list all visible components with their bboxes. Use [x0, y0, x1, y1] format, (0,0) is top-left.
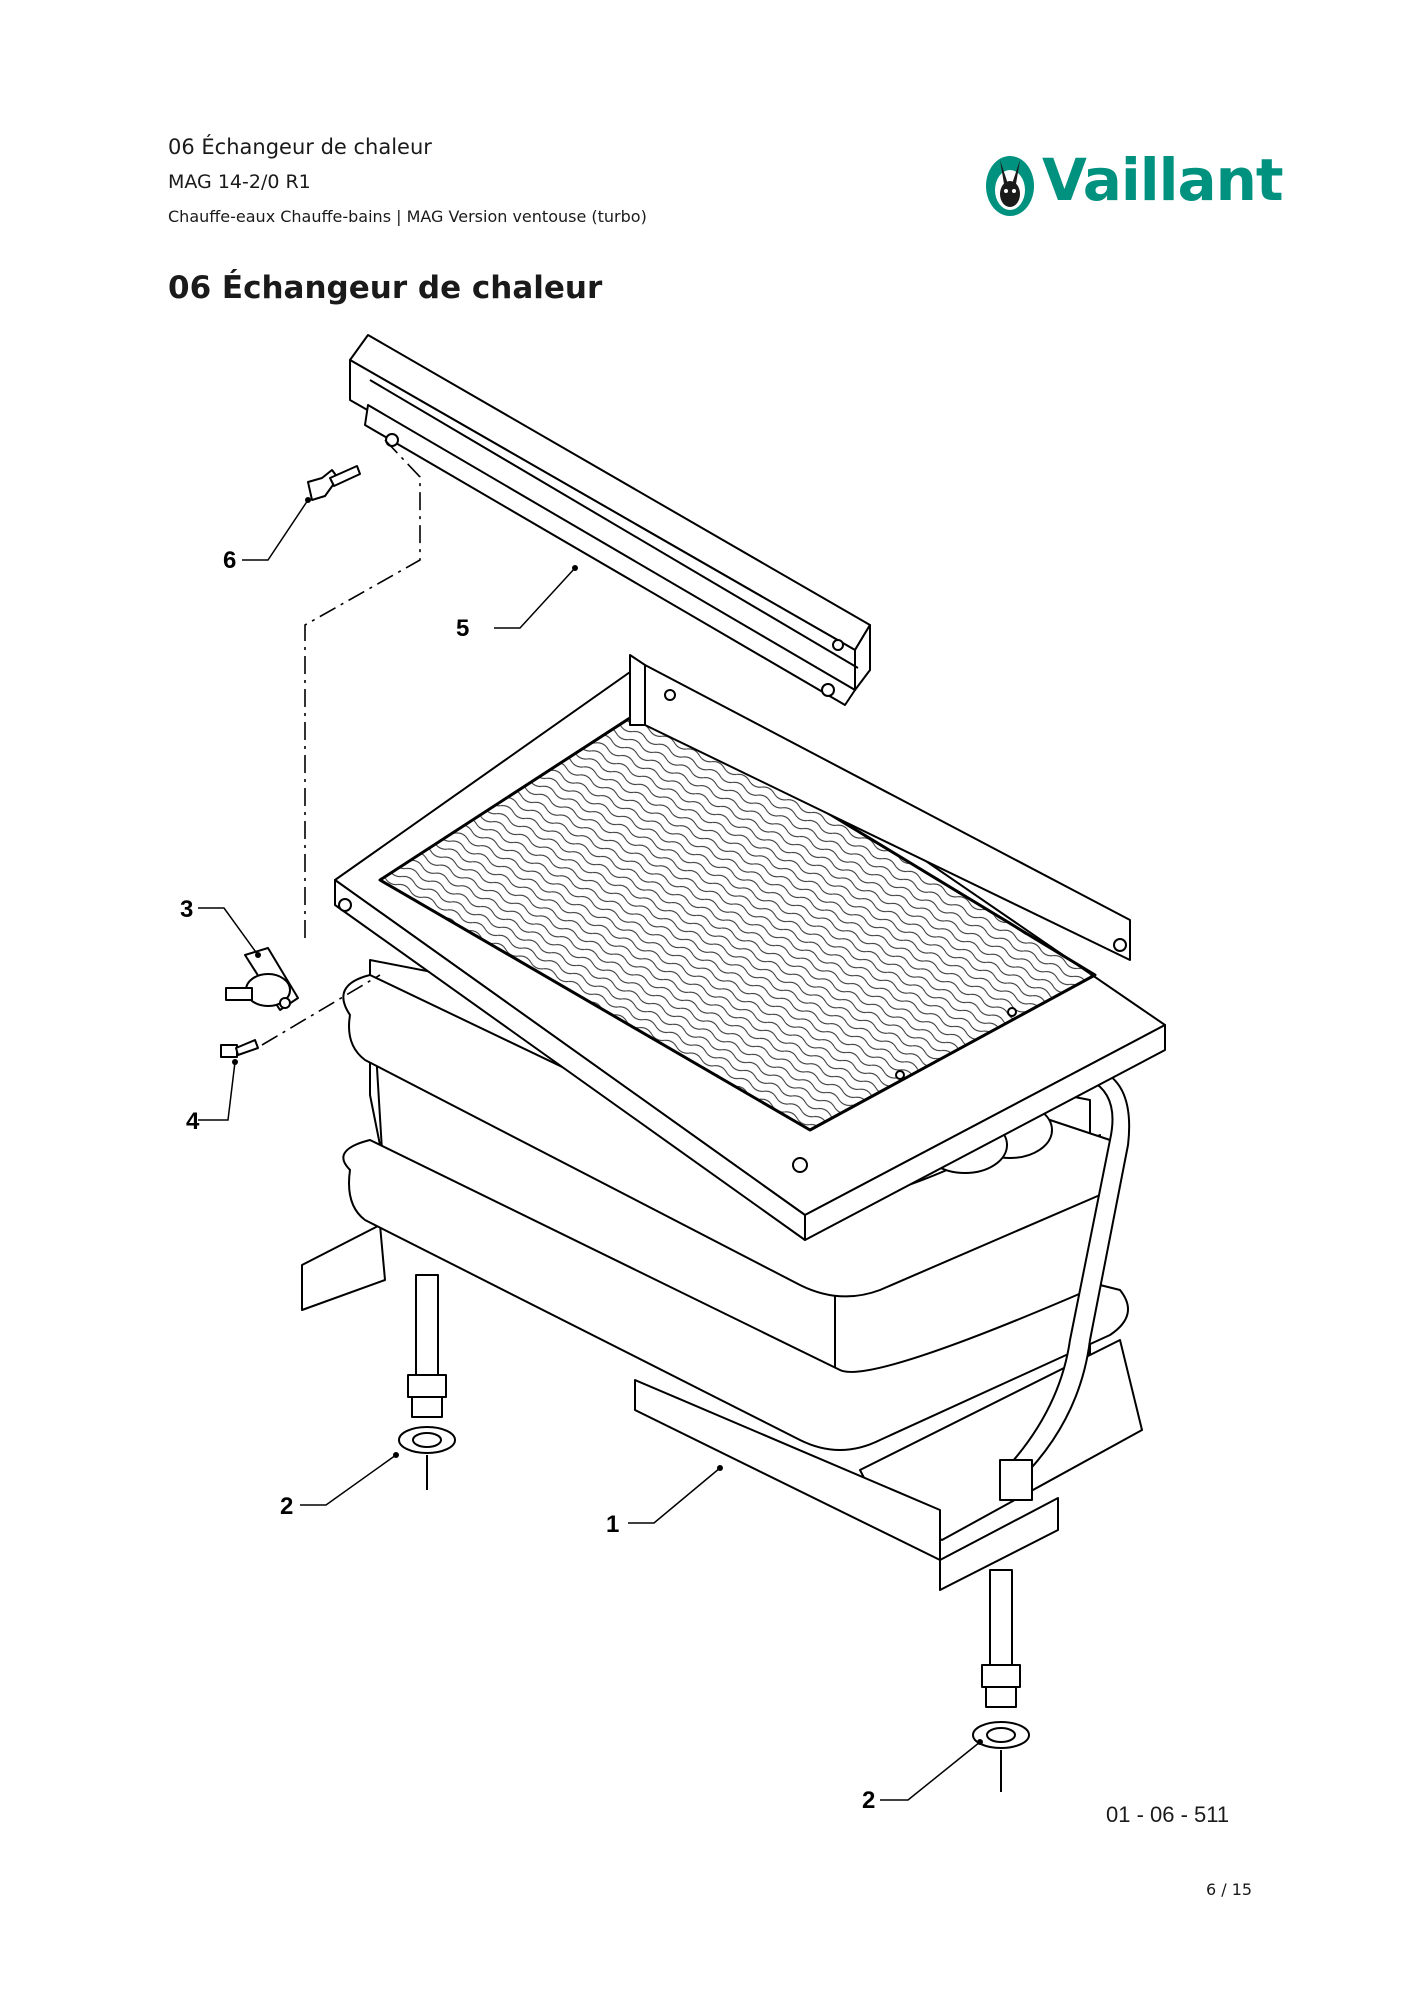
vaillant-logo: Vaillant — [982, 140, 1284, 230]
callout-3: 3 — [180, 896, 193, 923]
assembly-guide-lines — [261, 439, 421, 1046]
logo-wordmark: Vaillant — [1042, 146, 1284, 214]
top-rail-part — [349, 334, 871, 706]
temperature-sensor-part — [225, 947, 299, 1011]
left-water-connector — [398, 1274, 456, 1490]
page-title: 06 Échangeur de chaleur — [168, 270, 603, 306]
header-model: MAG 14-2/0 R1 — [168, 171, 311, 193]
callout-2-left: 2 — [280, 1493, 293, 1520]
callout-leaders — [198, 499, 981, 1801]
exchanger-top-frame — [334, 654, 1166, 1241]
screw-part-6 — [307, 465, 361, 501]
header-section: 06 Échangeur de chaleur — [168, 135, 432, 159]
hare-icon — [986, 156, 1034, 216]
callout-1: 1 — [606, 1511, 619, 1538]
callout-2-right: 2 — [862, 1787, 875, 1814]
screw-part-4 — [220, 1039, 259, 1058]
right-water-connector — [972, 1569, 1030, 1792]
callout-dots — [232, 497, 983, 1745]
callout-4: 4 — [186, 1108, 200, 1135]
drawing-code: 01 - 06 - 511 — [1106, 1802, 1230, 1827]
callout-5: 5 — [456, 615, 469, 642]
callout-6: 6 — [223, 547, 236, 574]
page-number: 6 / 15 — [1206, 1880, 1253, 1899]
header-category: Chauffe-eaux Chauffe-bains | MAG Version… — [168, 207, 647, 226]
heat-exchanger-exploded-diagram: 6 5 3 4 2 1 2 — [180, 334, 1166, 1814]
